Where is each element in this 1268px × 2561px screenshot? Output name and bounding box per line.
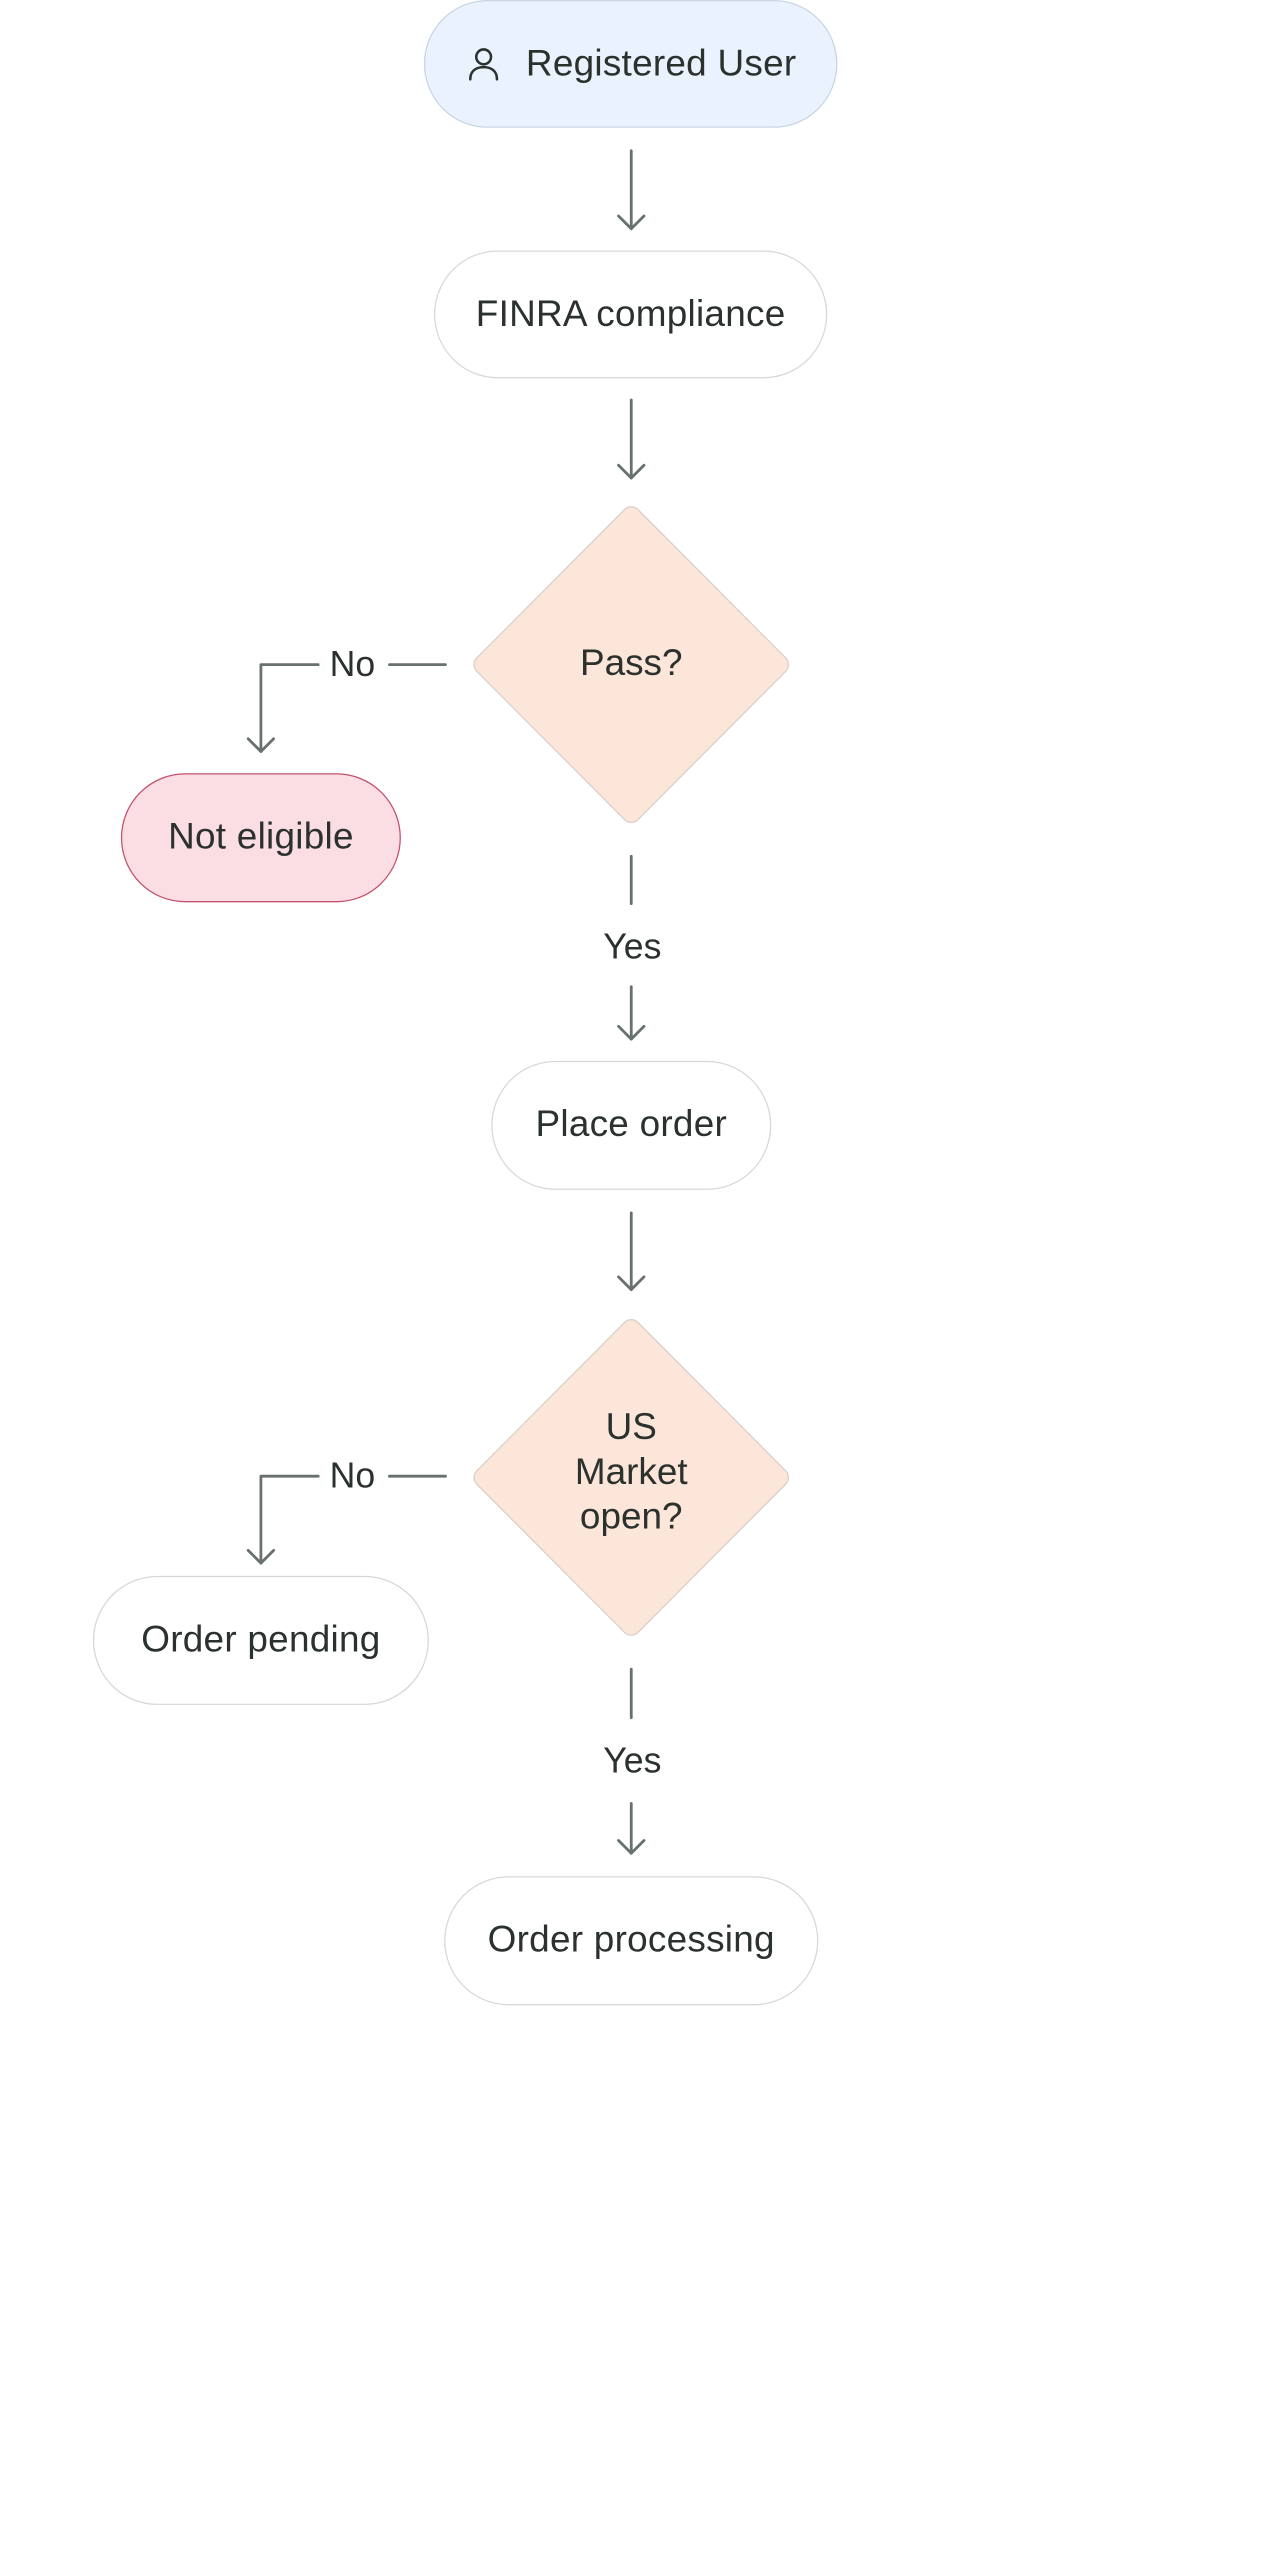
- arrowhead: [246, 1548, 276, 1565]
- finra-compliance-node: FINRA compliance: [433, 250, 828, 379]
- order-processing-node: Order processing: [444, 1876, 819, 2006]
- market-decision-line-2: Market: [574, 1451, 688, 1493]
- market-decision-line-3: open?: [579, 1496, 683, 1538]
- order-pending-node: Order pending: [92, 1575, 429, 1705]
- place-order-label: Place order: [535, 1104, 728, 1146]
- arrowhead: [246, 737, 276, 753]
- not-eligible-label: Not eligible: [168, 816, 354, 858]
- edge-pass-no-down: [259, 663, 320, 753]
- pass-yes-label: Yes: [603, 926, 662, 967]
- pass-no-label: No: [329, 644, 376, 684]
- market-yes-label: Yes: [603, 1740, 662, 1781]
- market-decision-label: US Market open?: [517, 1406, 746, 1540]
- finra-compliance-label: FINRA compliance: [475, 293, 786, 335]
- pass-decision-label: Pass?: [579, 642, 683, 684]
- arrowhead: [617, 463, 646, 480]
- market-decision-line-1: US: [605, 1407, 657, 1449]
- arrowhead: [617, 1024, 646, 1041]
- arrowhead: [617, 1275, 646, 1292]
- edge-market-no-down: [259, 1474, 320, 1565]
- order-pending-label: Order pending: [141, 1619, 381, 1661]
- start-node-label: Registered User: [525, 42, 797, 84]
- user-icon: [469, 48, 499, 81]
- market-no-label: No: [329, 1455, 376, 1496]
- order-processing-label: Order processing: [487, 1919, 775, 1961]
- place-order-node: Place order: [491, 1060, 772, 1190]
- not-eligible-node: Not eligible: [120, 773, 401, 903]
- arrowhead: [617, 214, 646, 231]
- start-node: Registered User: [423, 0, 838, 128]
- connectors: [246, 149, 646, 1855]
- arrowhead: [617, 1839, 646, 1855]
